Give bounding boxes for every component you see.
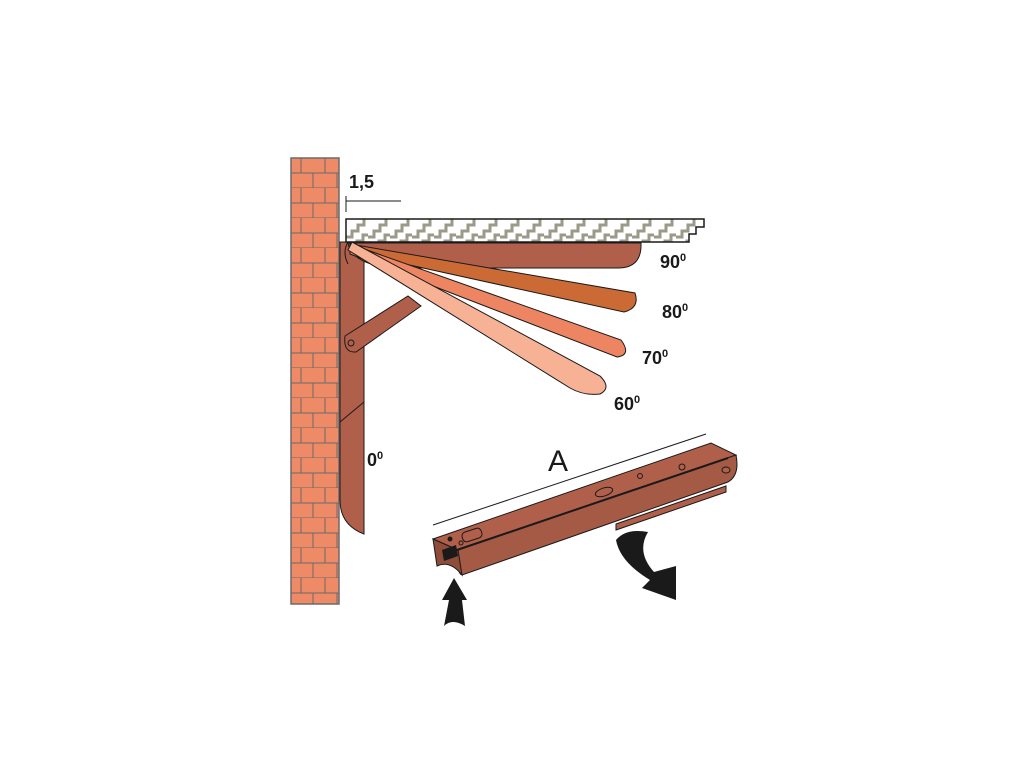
bracket-arm-60 <box>347 241 607 395</box>
detail-a: A <box>431 433 738 577</box>
angle-label-70: 700 <box>642 348 668 368</box>
angle-label-80: 800 <box>662 302 688 322</box>
bracket-rivet <box>447 536 453 542</box>
pivot-rivet <box>347 339 355 347</box>
arrow-up-icon <box>442 578 467 626</box>
vertical-bracket <box>339 241 365 535</box>
detail-dimension-line <box>432 433 707 526</box>
bracket-oval-hole <box>594 486 614 498</box>
bracket-end-slot <box>442 545 458 561</box>
angle-label-60: 600 <box>614 394 640 414</box>
bracket-hole <box>678 463 686 471</box>
bracket-knuckle <box>344 241 349 265</box>
bracket-slot <box>447 457 729 554</box>
detail-label: A <box>548 445 568 478</box>
angle-label-90: 900 <box>660 252 686 272</box>
bracket-hole <box>637 473 643 479</box>
bracket-rivet <box>458 540 464 546</box>
bracket-arm-80 <box>349 243 637 313</box>
support-strut <box>344 295 422 353</box>
bracket-arm-70 <box>349 243 627 358</box>
offset-dimension: 1,5 <box>345 172 401 212</box>
brick-wall <box>290 157 340 605</box>
bracket-front-face <box>457 454 738 576</box>
shelf-board <box>345 218 705 243</box>
bracket-hole <box>721 466 731 474</box>
angle-label-0: 00 <box>367 450 383 470</box>
offset-label: 1,5 <box>349 172 374 192</box>
arrow-curved-down-icon <box>616 531 676 600</box>
bracket-flange <box>615 485 727 531</box>
bracket-square-hole <box>461 527 483 543</box>
